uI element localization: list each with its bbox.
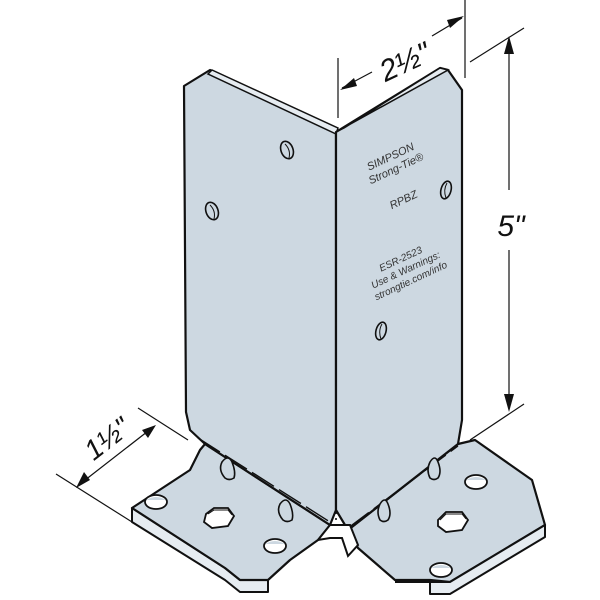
prong-icon xyxy=(427,457,441,481)
right-base-plate xyxy=(346,438,547,595)
nail-hole-icon xyxy=(279,140,295,160)
flange-holes xyxy=(204,140,453,341)
prong-icon xyxy=(277,499,294,523)
left-flange xyxy=(182,68,339,527)
prongs xyxy=(219,457,441,523)
base-label: 1½" xyxy=(78,411,136,466)
base-holes xyxy=(144,474,488,578)
height-label: 5" xyxy=(497,210,526,243)
right-flange xyxy=(334,66,464,532)
left-base-bend-line xyxy=(197,437,331,523)
prong-icon xyxy=(377,499,391,523)
nail-hole-icon xyxy=(374,321,388,341)
hex-hole-icon xyxy=(202,507,236,529)
nail-hole-icon xyxy=(204,201,220,221)
height-dimension: 5" xyxy=(469,27,526,441)
base-notch xyxy=(315,524,360,558)
right-base-bend-line xyxy=(347,445,459,529)
nail-hole-icon xyxy=(439,180,453,200)
hex-hole-icon xyxy=(437,511,470,533)
prong-icon xyxy=(219,457,236,481)
